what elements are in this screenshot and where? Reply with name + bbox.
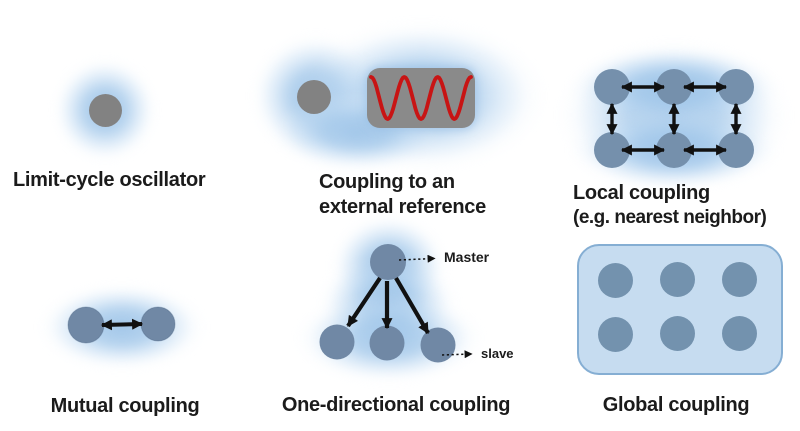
dotted-pointer-icons <box>398 254 473 359</box>
oscillator-node <box>660 262 695 297</box>
oscillator-node-grid <box>594 69 754 168</box>
one-directional-label: One-directional coupling <box>281 394 511 416</box>
sine-wave-icon <box>369 75 473 121</box>
oscillator-node <box>598 263 633 298</box>
global-coupling-label: Global coupling <box>602 394 750 416</box>
oscillator-node <box>660 316 695 351</box>
global-coupling-box <box>577 244 783 375</box>
oscillator-node <box>598 317 633 352</box>
sine-wave-path <box>369 75 473 121</box>
oscillator-node <box>89 94 122 127</box>
double-arrow-icon <box>100 318 144 331</box>
one-directional-network <box>319 244 473 363</box>
slave-node <box>369 325 405 361</box>
external-reference-label-line2: external reference <box>319 196 486 218</box>
slave-node <box>420 327 456 363</box>
oscillator-node <box>140 306 176 342</box>
master-annotation: Master <box>444 249 490 265</box>
mutual-coupling-label: Mutual coupling <box>50 395 200 417</box>
oscillator-node <box>67 306 105 344</box>
oscillator-node <box>297 80 331 114</box>
double-arrow-icons <box>606 81 742 156</box>
mutual-coupling-pair <box>67 306 176 344</box>
one-way-arrow-icons <box>346 276 430 335</box>
slave-node <box>319 324 355 360</box>
external-reference-label-line1: Coupling to an <box>319 171 455 193</box>
oscillator-node <box>722 316 757 351</box>
local-coupling-network <box>594 69 754 168</box>
oscillator-node <box>722 262 757 297</box>
external-reference-box <box>367 68 475 128</box>
limit-cycle-label: Limit-cycle oscillator <box>13 169 206 191</box>
master-node <box>370 244 406 280</box>
local-coupling-label-line1: Local coupling <box>573 182 710 204</box>
local-coupling-label-line2: (e.g. nearest neighbor) <box>573 207 767 228</box>
slave-annotation: slave <box>481 346 514 361</box>
